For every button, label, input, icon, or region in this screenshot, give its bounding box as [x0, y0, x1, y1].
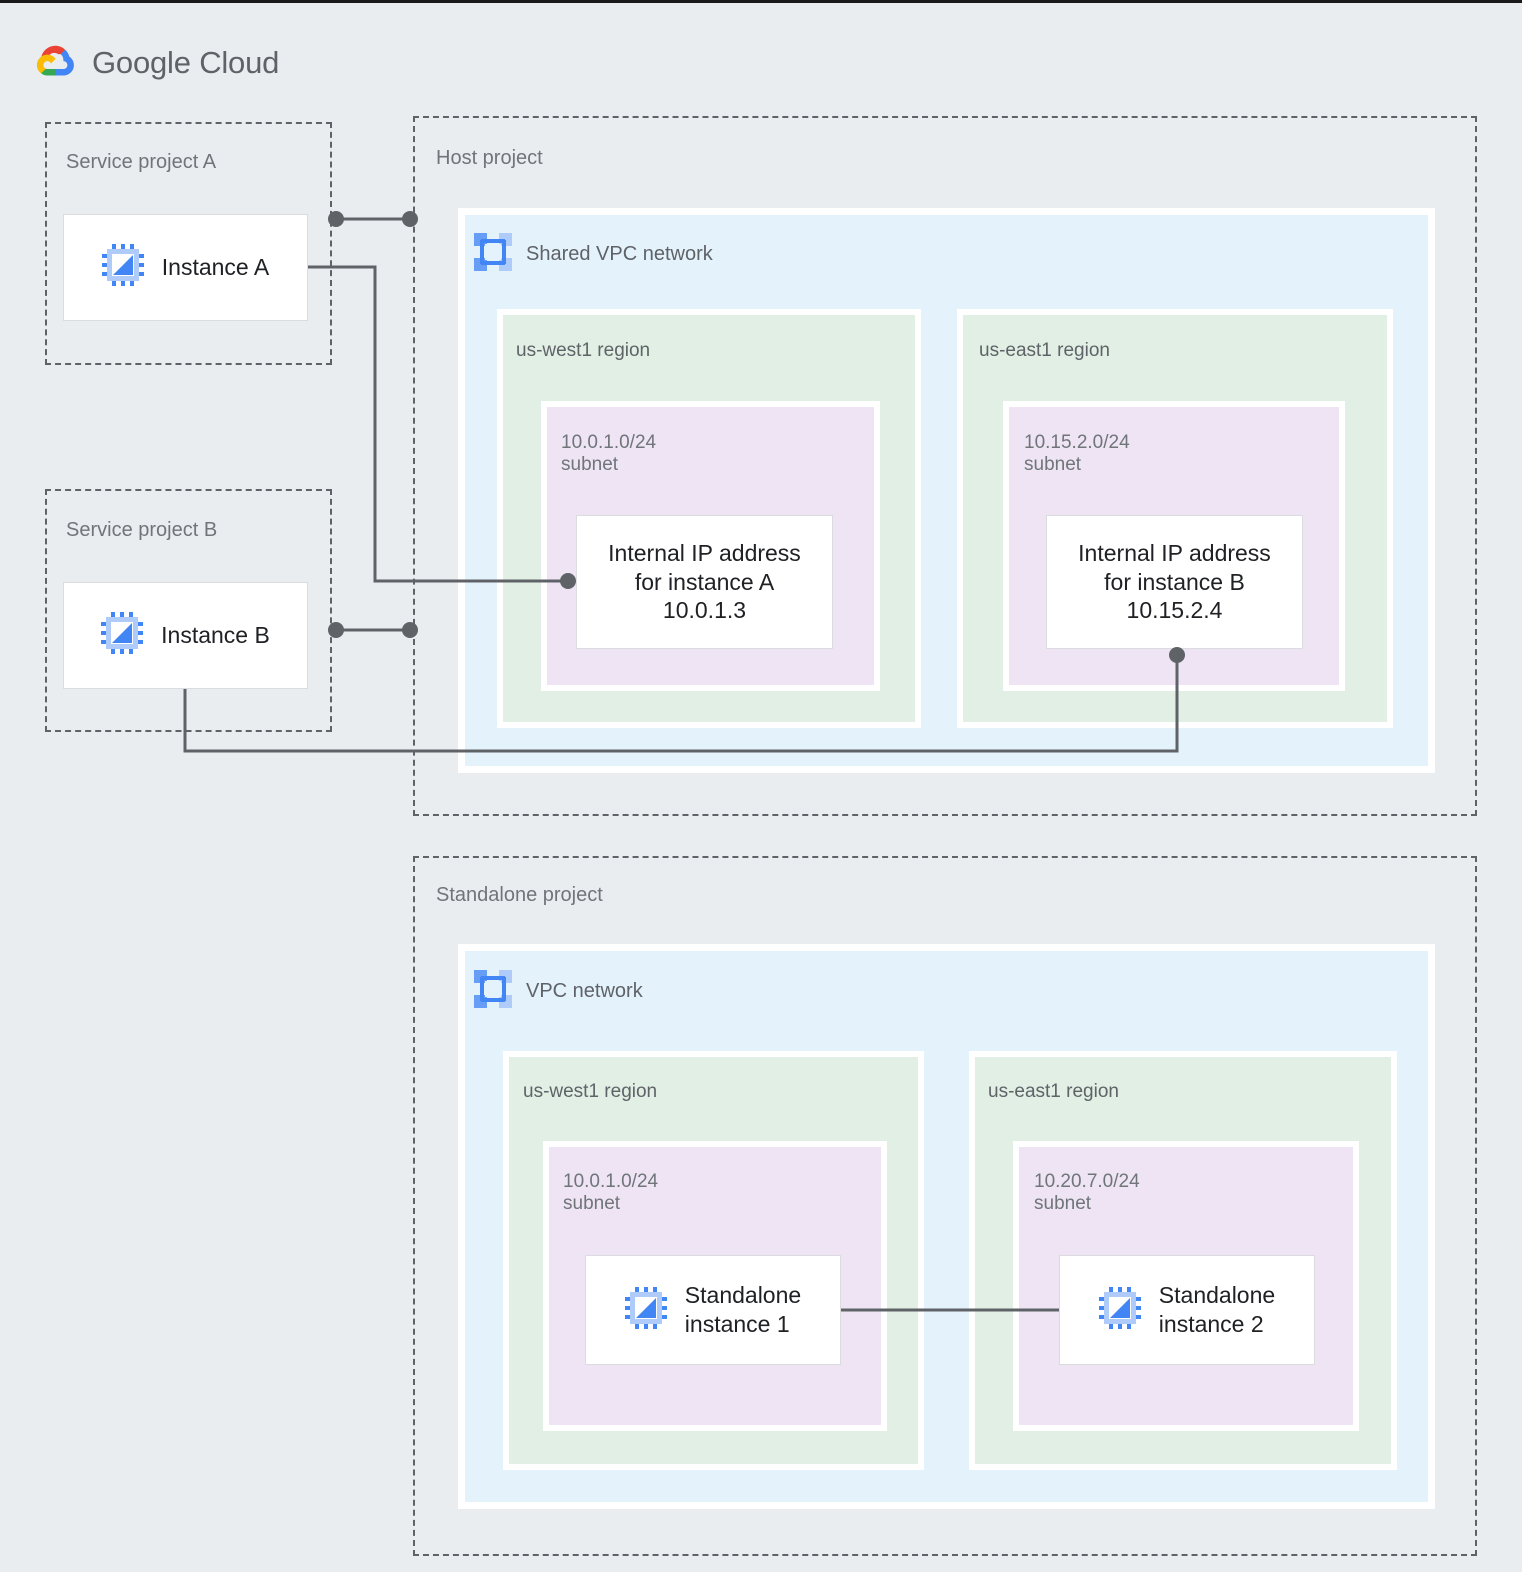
vm-instance-icon: [1098, 1286, 1141, 1334]
brand-name-google: Google: [92, 44, 191, 80]
internal-ip-instance-a-label: Internal IP address for instance A 10.0.…: [608, 540, 801, 624]
vm-instance-icon: [101, 612, 144, 659]
standalone-region-us-east1-label: us-east1 region: [988, 1081, 1119, 1102]
standalone-instance-1-label: Standalone instance 1: [684, 1282, 802, 1337]
host-subnet-10-0-1-0-24-label: 10.0.1.0/24 subnet: [561, 432, 657, 476]
instance-a-card[interactable]: Instance A: [63, 214, 308, 321]
brand-name-cloud: Cloud: [199, 44, 280, 80]
service-project-a-label: Service project A: [66, 151, 217, 173]
vpc-network-icon: [474, 970, 512, 1013]
standalone-instance-2-label: Standalone instance 2: [1158, 1282, 1276, 1337]
google-cloud-logo-icon: [34, 41, 78, 84]
standalone-subnet-10-0-1-0-24-label: 10.0.1.0/24 subnet: [563, 1171, 659, 1215]
standalone-instance-2-card[interactable]: Standalone instance 2: [1059, 1255, 1315, 1365]
service-project-b-label: Service project B: [66, 519, 218, 541]
standalone-project-label: Standalone project: [436, 884, 603, 906]
host-region-us-west1-label: us-west1 region: [516, 340, 651, 361]
service-project-a-container: [45, 122, 332, 365]
vm-instance-icon: [101, 244, 144, 291]
google-cloud-logo: Google Cloud: [34, 41, 279, 84]
instance-b-card[interactable]: Instance B: [63, 582, 308, 689]
vpc-network-icon: [474, 233, 512, 276]
internal-ip-instance-b-label: Internal IP address for instance B 10.15…: [1078, 540, 1271, 624]
internal-ip-instance-a-card[interactable]: Internal IP address for instance A 10.0.…: [576, 515, 833, 649]
standalone-subnet-10-20-7-0-24-label: 10.20.7.0/24 subnet: [1034, 1171, 1140, 1215]
host-project-label: Host project: [436, 147, 543, 169]
internal-ip-instance-b-card[interactable]: Internal IP address for instance B 10.15…: [1046, 515, 1303, 649]
vpc-network-header: VPC network: [474, 970, 643, 1013]
shared-vpc-network-header: Shared VPC network: [474, 233, 713, 276]
vm-instance-icon: [624, 1286, 667, 1334]
instance-b-label: Instance B: [161, 622, 270, 649]
shared-vpc-network-label: Shared VPC network: [526, 243, 713, 265]
standalone-region-us-west1-label: us-west1 region: [523, 1081, 658, 1102]
host-subnet-10-15-2-0-24-label: 10.15.2.0/24 subnet: [1024, 432, 1130, 476]
instance-a-label: Instance A: [161, 254, 270, 281]
google-cloud-wordmark: Google Cloud: [92, 45, 279, 81]
vpc-network-label: VPC network: [526, 980, 643, 1002]
host-region-us-east1-label: us-east1 region: [979, 340, 1110, 361]
standalone-instance-1-card[interactable]: Standalone instance 1: [585, 1255, 841, 1365]
standalone-project-container: [413, 856, 1477, 1556]
